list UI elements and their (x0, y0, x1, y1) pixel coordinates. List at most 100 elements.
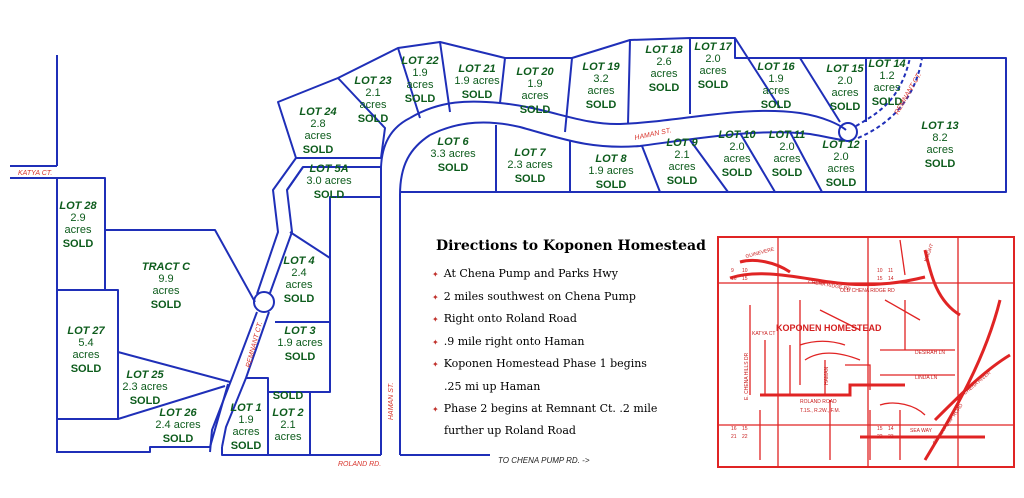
haman-upper-north (409, 100, 847, 131)
lot-name: LOT 12 (822, 139, 859, 151)
lot-acres-unit: acres (651, 68, 678, 80)
section-number: 14 (888, 426, 894, 432)
inset-location-map: KOPONEN HOMESTEAD ROLAND ROAD T.1S., R.2… (717, 236, 1015, 468)
sold-badge: SOLD (462, 89, 493, 101)
sold-badge: SOLD (231, 440, 262, 452)
direction-step-text: .25 mi up Haman (444, 379, 541, 393)
inset-township-label: T.1S., R.2W., F.M. (800, 408, 840, 414)
lot-name: LOT 18 (645, 44, 683, 56)
direction-step-text: Koponen Homestead Phase 1 begins (443, 357, 647, 371)
lot-5a-boundary (286, 166, 381, 258)
sold-badge: SOLD (63, 238, 94, 250)
cul-de-sac-haman (838, 122, 858, 142)
sold-badge: SOLD (515, 173, 546, 185)
sold-badge: SOLD (130, 395, 161, 407)
sold-badge: SOLD (761, 99, 792, 111)
lot-acres: 2.1 (280, 419, 295, 431)
sold-badge: SOLD (596, 179, 627, 191)
sold-badge: SOLD (830, 101, 861, 113)
lot-acres-unit: acres (522, 90, 549, 102)
direction-step-text: At Chena Pump and Parks Hwy (443, 267, 618, 280)
directions-list: ✦ At Chena Pump and Parks Hwy ✦ 2 miles sou… (432, 263, 712, 442)
lot-acres-unit: acres (286, 279, 313, 291)
lot-acres: 1.9 acres (454, 75, 500, 87)
section-number: 10 (877, 268, 883, 274)
direction-step-text: Right onto Roland Road (443, 312, 577, 326)
lot-acres: 1.2 (879, 70, 894, 82)
bullet-icon: ✦ (432, 315, 439, 325)
lot-acres: 2.0 (779, 141, 794, 153)
inset-haman-label: HAMAN (824, 367, 830, 385)
inset-title: KOPONEN HOMESTEAD (776, 323, 882, 333)
lot-acres-unit: acres (874, 82, 901, 94)
lot-acres: 2.0 (705, 53, 720, 65)
lot-name: LOT 26 (159, 407, 197, 419)
lot-name: LOT 16 (757, 61, 795, 73)
inset-guinevere (739, 258, 791, 274)
sold-badge: SOLD (667, 175, 698, 187)
inset-katya-label: KATYA CT (752, 331, 775, 337)
lot-name: LOT 19 (582, 61, 620, 73)
section-number: 15 (877, 426, 883, 432)
inset-knight (923, 249, 961, 317)
direction-step: further up Roland Road (432, 420, 712, 442)
lot-acres-unit: acres (832, 87, 859, 99)
lot-name: LOT 7 (514, 147, 546, 159)
lot-name: LOT 27 (67, 325, 105, 337)
inset-chena-pump-road (923, 299, 1002, 461)
lot-acres-unit: acres (763, 85, 790, 97)
inset-chena-hills-label: E. CHENA HILLS DR (744, 352, 750, 400)
lot-acres: 5.4 (78, 337, 93, 349)
lot-acres-unit: acres (588, 85, 615, 97)
section-number: 11 (888, 268, 893, 274)
remnant-road-east (221, 311, 270, 448)
lot-acres-unit: acres (700, 65, 727, 77)
lot-acres: 2.1 (674, 149, 689, 161)
lot-acres: 1.9 (768, 73, 783, 85)
sold-badge: SOLD (586, 99, 617, 111)
sold-badge: SOLD (71, 363, 102, 375)
lot-name: LOT 17 (694, 41, 732, 53)
lot-acres: 3.0 acres (306, 175, 352, 187)
lot-12-boundary (822, 140, 867, 193)
lot-acres-unit: acres (669, 161, 696, 173)
cul-de-sac-remnant (253, 291, 275, 313)
lot-name: LOT 23 (354, 75, 391, 87)
lot-acres: 1.9 acres (277, 337, 323, 349)
directions-title: Directions to Koponen Homestead (436, 238, 706, 254)
lot-acres-unit: acres (275, 431, 302, 443)
lot-acres: 2.3 acres (507, 159, 553, 171)
lot-25-boundary (117, 351, 231, 420)
direction-step: ✦Koponen Homestead Phase 1 begins (432, 353, 712, 376)
sold-badge: SOLD (698, 79, 729, 91)
lot-acres-unit: acres (305, 130, 332, 142)
bullet-icon: ✦ (432, 337, 439, 347)
direction-step-text: Phase 2 begins at Remnant Ct. .2 mile (443, 401, 658, 415)
lot-acres: 2.4 acres (155, 419, 201, 431)
section-number: 14 (888, 276, 894, 282)
sold-badge: SOLD (285, 351, 316, 363)
lot-name: LOT 20 (516, 66, 554, 78)
sold-badge: SOLD (925, 158, 956, 170)
direction-step-text: 2 miles southwest on Chena Pump (443, 289, 636, 303)
lot-name: LOT 13 (921, 120, 958, 132)
sold-badge: SOLD (314, 189, 345, 201)
inset-linda-label: LINDA LN (915, 375, 938, 381)
